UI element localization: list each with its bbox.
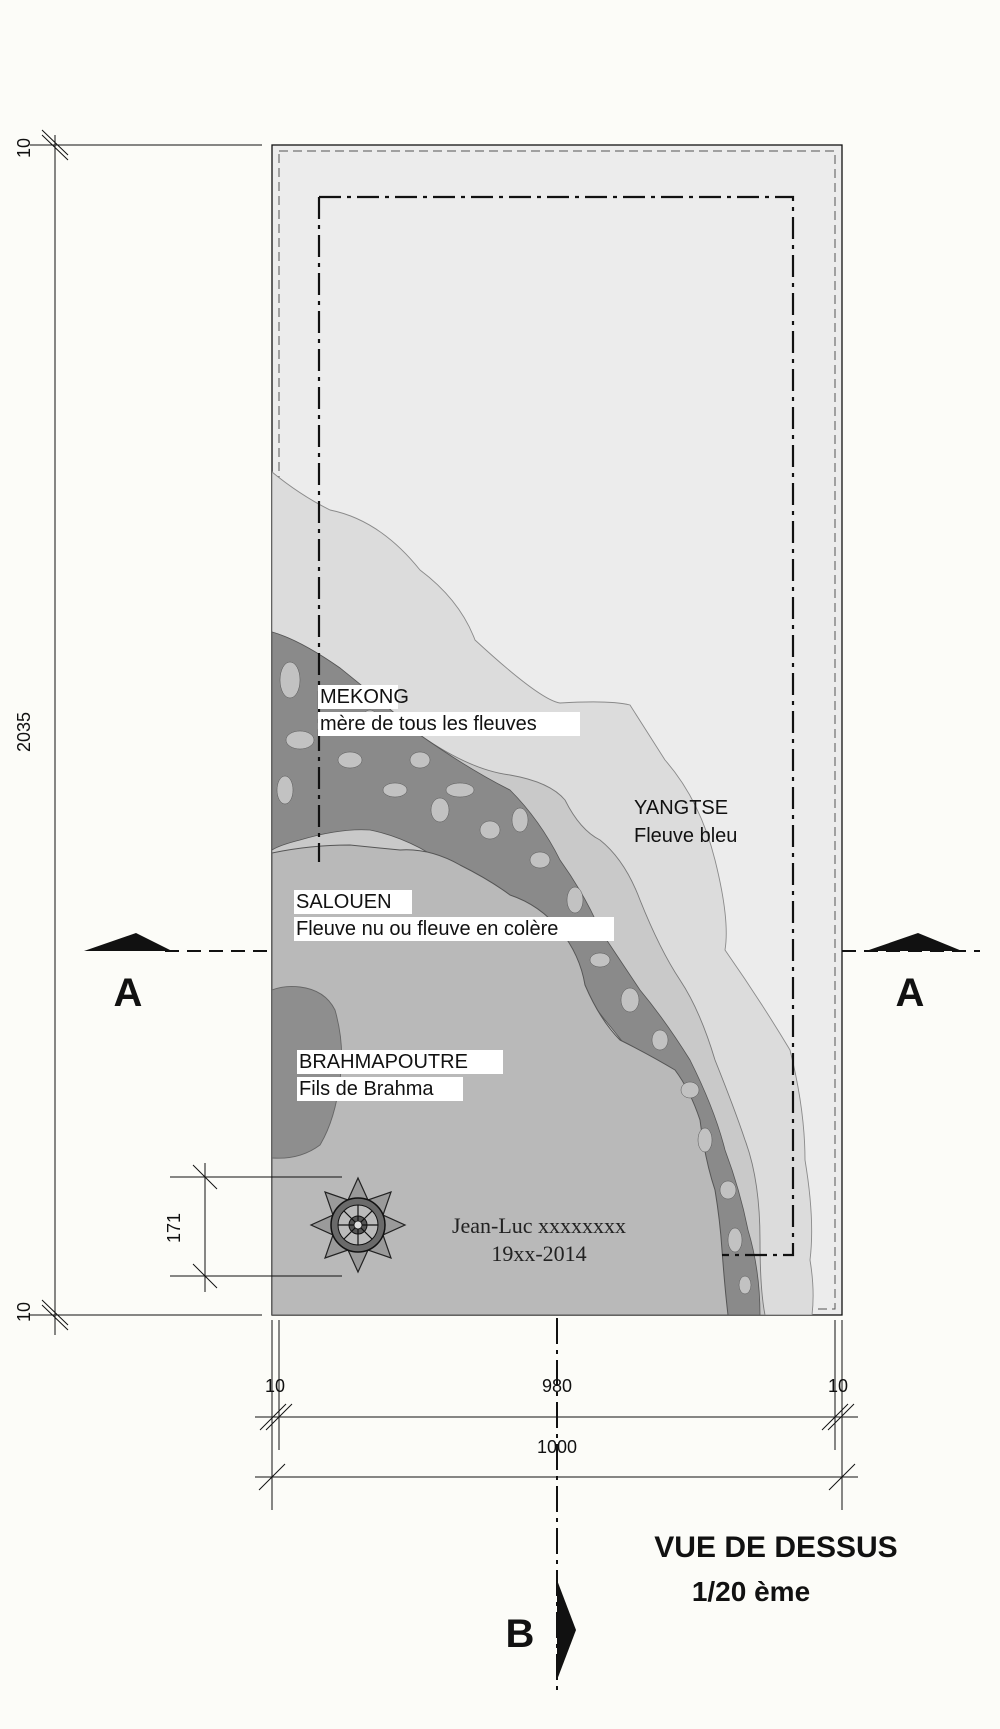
dim-width-right-margin: 10 [828,1376,848,1396]
mekong-pattern-blobs [276,661,752,1295]
drawing-title: VUE DE DESSUS [654,1531,897,1564]
section-a-right-label: A [896,971,925,1015]
dim-top-margin: 10 [14,138,34,158]
inscription-dates: 19xx-2014 [491,1241,586,1266]
emblem-dimension: 171 [164,1163,342,1292]
section-line-b: B [506,1318,576,1690]
section-b-arrow [557,1580,576,1680]
section-a-right-arrow [866,933,962,951]
label-brahmapoutre: BRAHMAPOUTRE Fils de Brahma [297,1050,503,1101]
mekong-subtitle: mère de tous les fleuves [320,713,537,735]
label-yangtse: YANGTSE Fleuve bleu [634,797,737,847]
dim-emblem-height: 171 [164,1213,184,1243]
dharma-wheel-icon [309,1176,407,1274]
salouen-name: SALOUEN [296,891,392,913]
brahmapoutre-subtitle: Fils de Brahma [299,1078,434,1100]
yangtse-subtitle: Fleuve bleu [634,825,737,847]
label-mekong: MEKONG mère de tous les fleuves [318,685,580,736]
section-line-a: A A [84,933,980,1015]
river-zones [272,471,814,1315]
section-a-left-arrow [84,933,172,951]
label-salouen: SALOUEN Fleuve nu ou fleuve en colère [294,890,614,941]
yangtse-name: YANGTSE [634,797,728,819]
brahmapoutre-name: BRAHMAPOUTRE [299,1051,468,1073]
dim-bottom-margin: 10 [14,1302,34,1322]
mekong-name: MEKONG [320,686,409,708]
dim-width-left-margin: 10 [265,1376,285,1396]
salouen-subtitle: Fleuve nu ou fleuve en colère [296,918,558,940]
engraving-zone-dashed [319,195,795,1257]
section-a-left-label: A [114,971,143,1015]
vertical-dimension: 10 2035 10 [14,129,262,1335]
dim-height-total: 2035 [14,712,34,752]
section-b-label: B [506,1612,535,1656]
inscription-name: Jean-Luc xxxxxxxx [452,1213,626,1238]
drawing-scale: 1/20 ème [692,1576,810,1607]
